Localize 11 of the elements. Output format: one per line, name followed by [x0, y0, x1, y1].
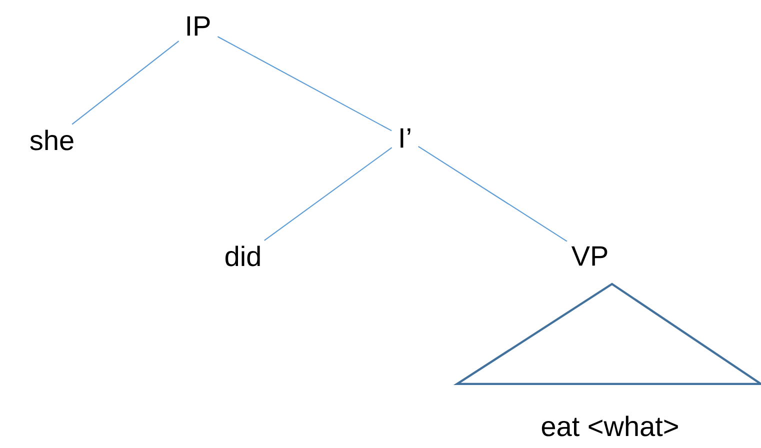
tree-branch: [217, 36, 392, 132]
tree-label: IP: [187, 16, 210, 36]
tree-branch: [418, 146, 568, 242]
node-label: eat <what>: [542, 416, 678, 436]
triangle-node: eat <what>: [453, 282, 761, 436]
tree-label: I’: [400, 128, 410, 148]
tree-label: VP: [571, 246, 608, 266]
tree-branch: [264, 147, 392, 241]
tree-branch: [72, 40, 180, 125]
tree-label: did: [226, 246, 260, 266]
tree-label: she: [30, 130, 74, 150]
